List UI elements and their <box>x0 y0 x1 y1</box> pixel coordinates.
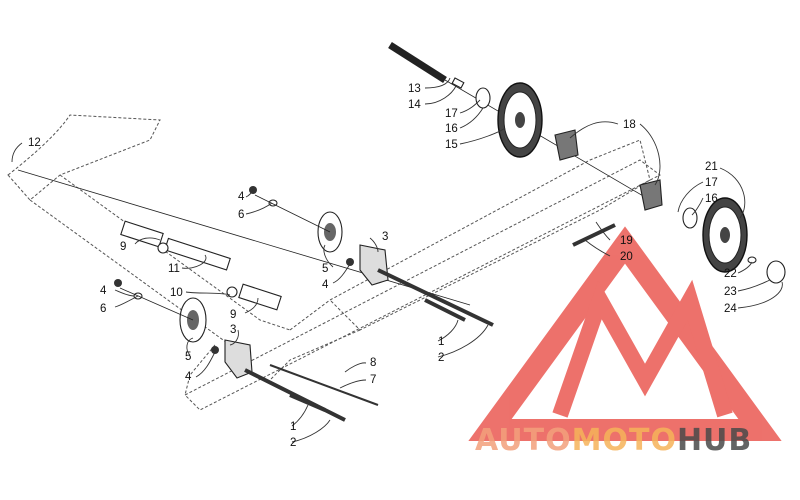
shaft-part-13 <box>388 42 447 83</box>
callout-12: 12 <box>28 137 41 149</box>
callout-2-lower: 2 <box>290 437 296 449</box>
washer-part-10a <box>157 242 169 254</box>
watermark-logo-mark <box>468 226 782 441</box>
bolt-part-2-upper <box>377 268 494 327</box>
callout-5-lower: 5 <box>185 351 191 363</box>
nut-part-4-upper <box>346 258 354 266</box>
callout-labels: 12 9 11 10 9 4 6 5 4 3 4 6 5 4 3 8 7 1 2… <box>28 83 737 449</box>
watermark-text-hub: HUB <box>677 423 752 458</box>
callout-16-upper: 16 <box>445 123 458 135</box>
callout-19: 19 <box>620 235 633 247</box>
callout-14: 14 <box>408 99 421 111</box>
callout-23: 23 <box>724 286 737 298</box>
callout-9-lower: 9 <box>230 309 236 321</box>
callout-6-top: 6 <box>238 209 244 221</box>
callout-1-upper: 1 <box>438 336 444 348</box>
right-slide-rail <box>269 139 651 381</box>
cap-part-24 <box>766 260 786 284</box>
svg-text:AUTOMOTOHUB: AUTOMOTOHUB <box>475 423 752 458</box>
bracket-part-3-upper <box>359 244 389 286</box>
callout-17-upper: 17 <box>445 108 458 120</box>
washer-part-10b <box>226 286 238 298</box>
callout-3-upper: 3 <box>382 231 388 243</box>
callout-13: 13 <box>408 83 421 95</box>
washer-part-22 <box>747 256 757 264</box>
bolt-part-20 <box>572 223 616 247</box>
callout-2-upper: 2 <box>438 352 444 364</box>
cross-shaft <box>17 169 471 311</box>
callout-16-lower: 16 <box>705 193 718 205</box>
callout-18: 18 <box>623 119 636 131</box>
callout-6-left: 6 <box>100 303 106 315</box>
bolt-part-4-head-b <box>114 279 122 287</box>
callout-7: 7 <box>370 374 376 386</box>
spacer-part-14 <box>451 77 465 89</box>
upper-wheel-assembly <box>388 42 651 201</box>
callout-4-top: 4 <box>238 191 245 203</box>
callout-10: 10 <box>170 287 183 299</box>
bearing-part-16-upper <box>475 87 491 109</box>
callout-4-lower: 4 <box>185 371 192 383</box>
spacer-part-9-upper <box>120 220 164 248</box>
watermark-text-moto: MOTO <box>572 423 677 458</box>
right-wheel-assembly <box>572 179 786 284</box>
callout-22: 22 <box>724 268 737 280</box>
hub-part-18-lower <box>639 179 663 211</box>
callout-17-lower: 17 <box>705 177 718 189</box>
callout-21: 21 <box>705 161 718 173</box>
callout-1-lower: 1 <box>290 421 296 433</box>
watermark-text-auto: AUTO <box>475 423 572 458</box>
bracket-part-3-lower <box>224 339 253 379</box>
callout-9-upper: 9 <box>120 241 126 253</box>
bolt-part-1-upper <box>424 298 466 322</box>
leader-lines <box>11 77 783 443</box>
bearing-part-16-lower <box>682 207 698 229</box>
callout-4-left: 4 <box>100 285 107 297</box>
callout-3-lower: 3 <box>230 324 236 336</box>
watermark-wordmark: AUTOMOTOHUB <box>475 423 752 458</box>
callout-4-mid: 4 <box>322 279 329 291</box>
callout-11: 11 <box>168 263 180 275</box>
callout-8: 8 <box>370 357 376 369</box>
hub-part-18-upper <box>554 129 579 161</box>
nut-part-4-lower <box>211 346 219 354</box>
callout-24: 24 <box>724 303 737 315</box>
spacer-part-9-lower <box>238 283 282 311</box>
callout-5-upper: 5 <box>322 263 328 275</box>
bolt-part-7 <box>269 364 379 406</box>
callout-20: 20 <box>620 251 633 263</box>
callout-15: 15 <box>445 139 458 151</box>
bolt-part-1-lower <box>289 393 326 412</box>
